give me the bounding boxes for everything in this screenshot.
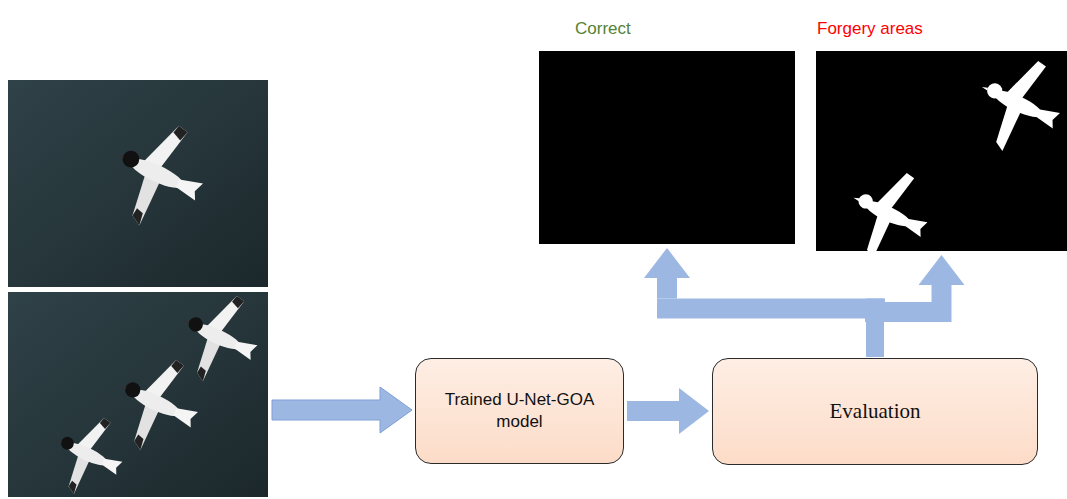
box-label: Evaluation <box>830 398 921 425</box>
bird <box>99 343 214 465</box>
arrow-part <box>679 388 709 434</box>
bird <box>164 280 273 396</box>
block-arrow <box>627 388 709 434</box>
forged-bird <box>961 51 1067 166</box>
block-arrow <box>865 255 965 357</box>
bird <box>94 107 221 242</box>
arrow-part <box>657 299 885 319</box>
input-arrow <box>272 387 412 433</box>
arrow-part <box>627 401 679 421</box>
block-arrow <box>644 248 885 357</box>
forged-bird <box>834 157 943 251</box>
arrow-part <box>657 278 677 299</box>
forgery-mask <box>816 51 1067 251</box>
box-label: Trained U-Net-GOA model <box>428 389 611 433</box>
image-heading: Forgery areas <box>817 19 923 39</box>
arrow-part <box>865 302 952 322</box>
image-heading: Correct <box>575 19 631 39</box>
photo-original <box>8 80 268 287</box>
bird <box>39 404 136 499</box>
arrow-part <box>644 248 690 278</box>
mask-image: Correct <box>539 51 795 244</box>
mask-image: Forgery areas <box>816 51 1067 251</box>
process-box: Evaluation <box>712 358 1038 465</box>
arrow-part <box>919 255 965 285</box>
photo-forged <box>8 292 268 497</box>
arrow-part <box>932 285 952 302</box>
process-box: Trained U-Net-GOA model <box>415 358 624 464</box>
